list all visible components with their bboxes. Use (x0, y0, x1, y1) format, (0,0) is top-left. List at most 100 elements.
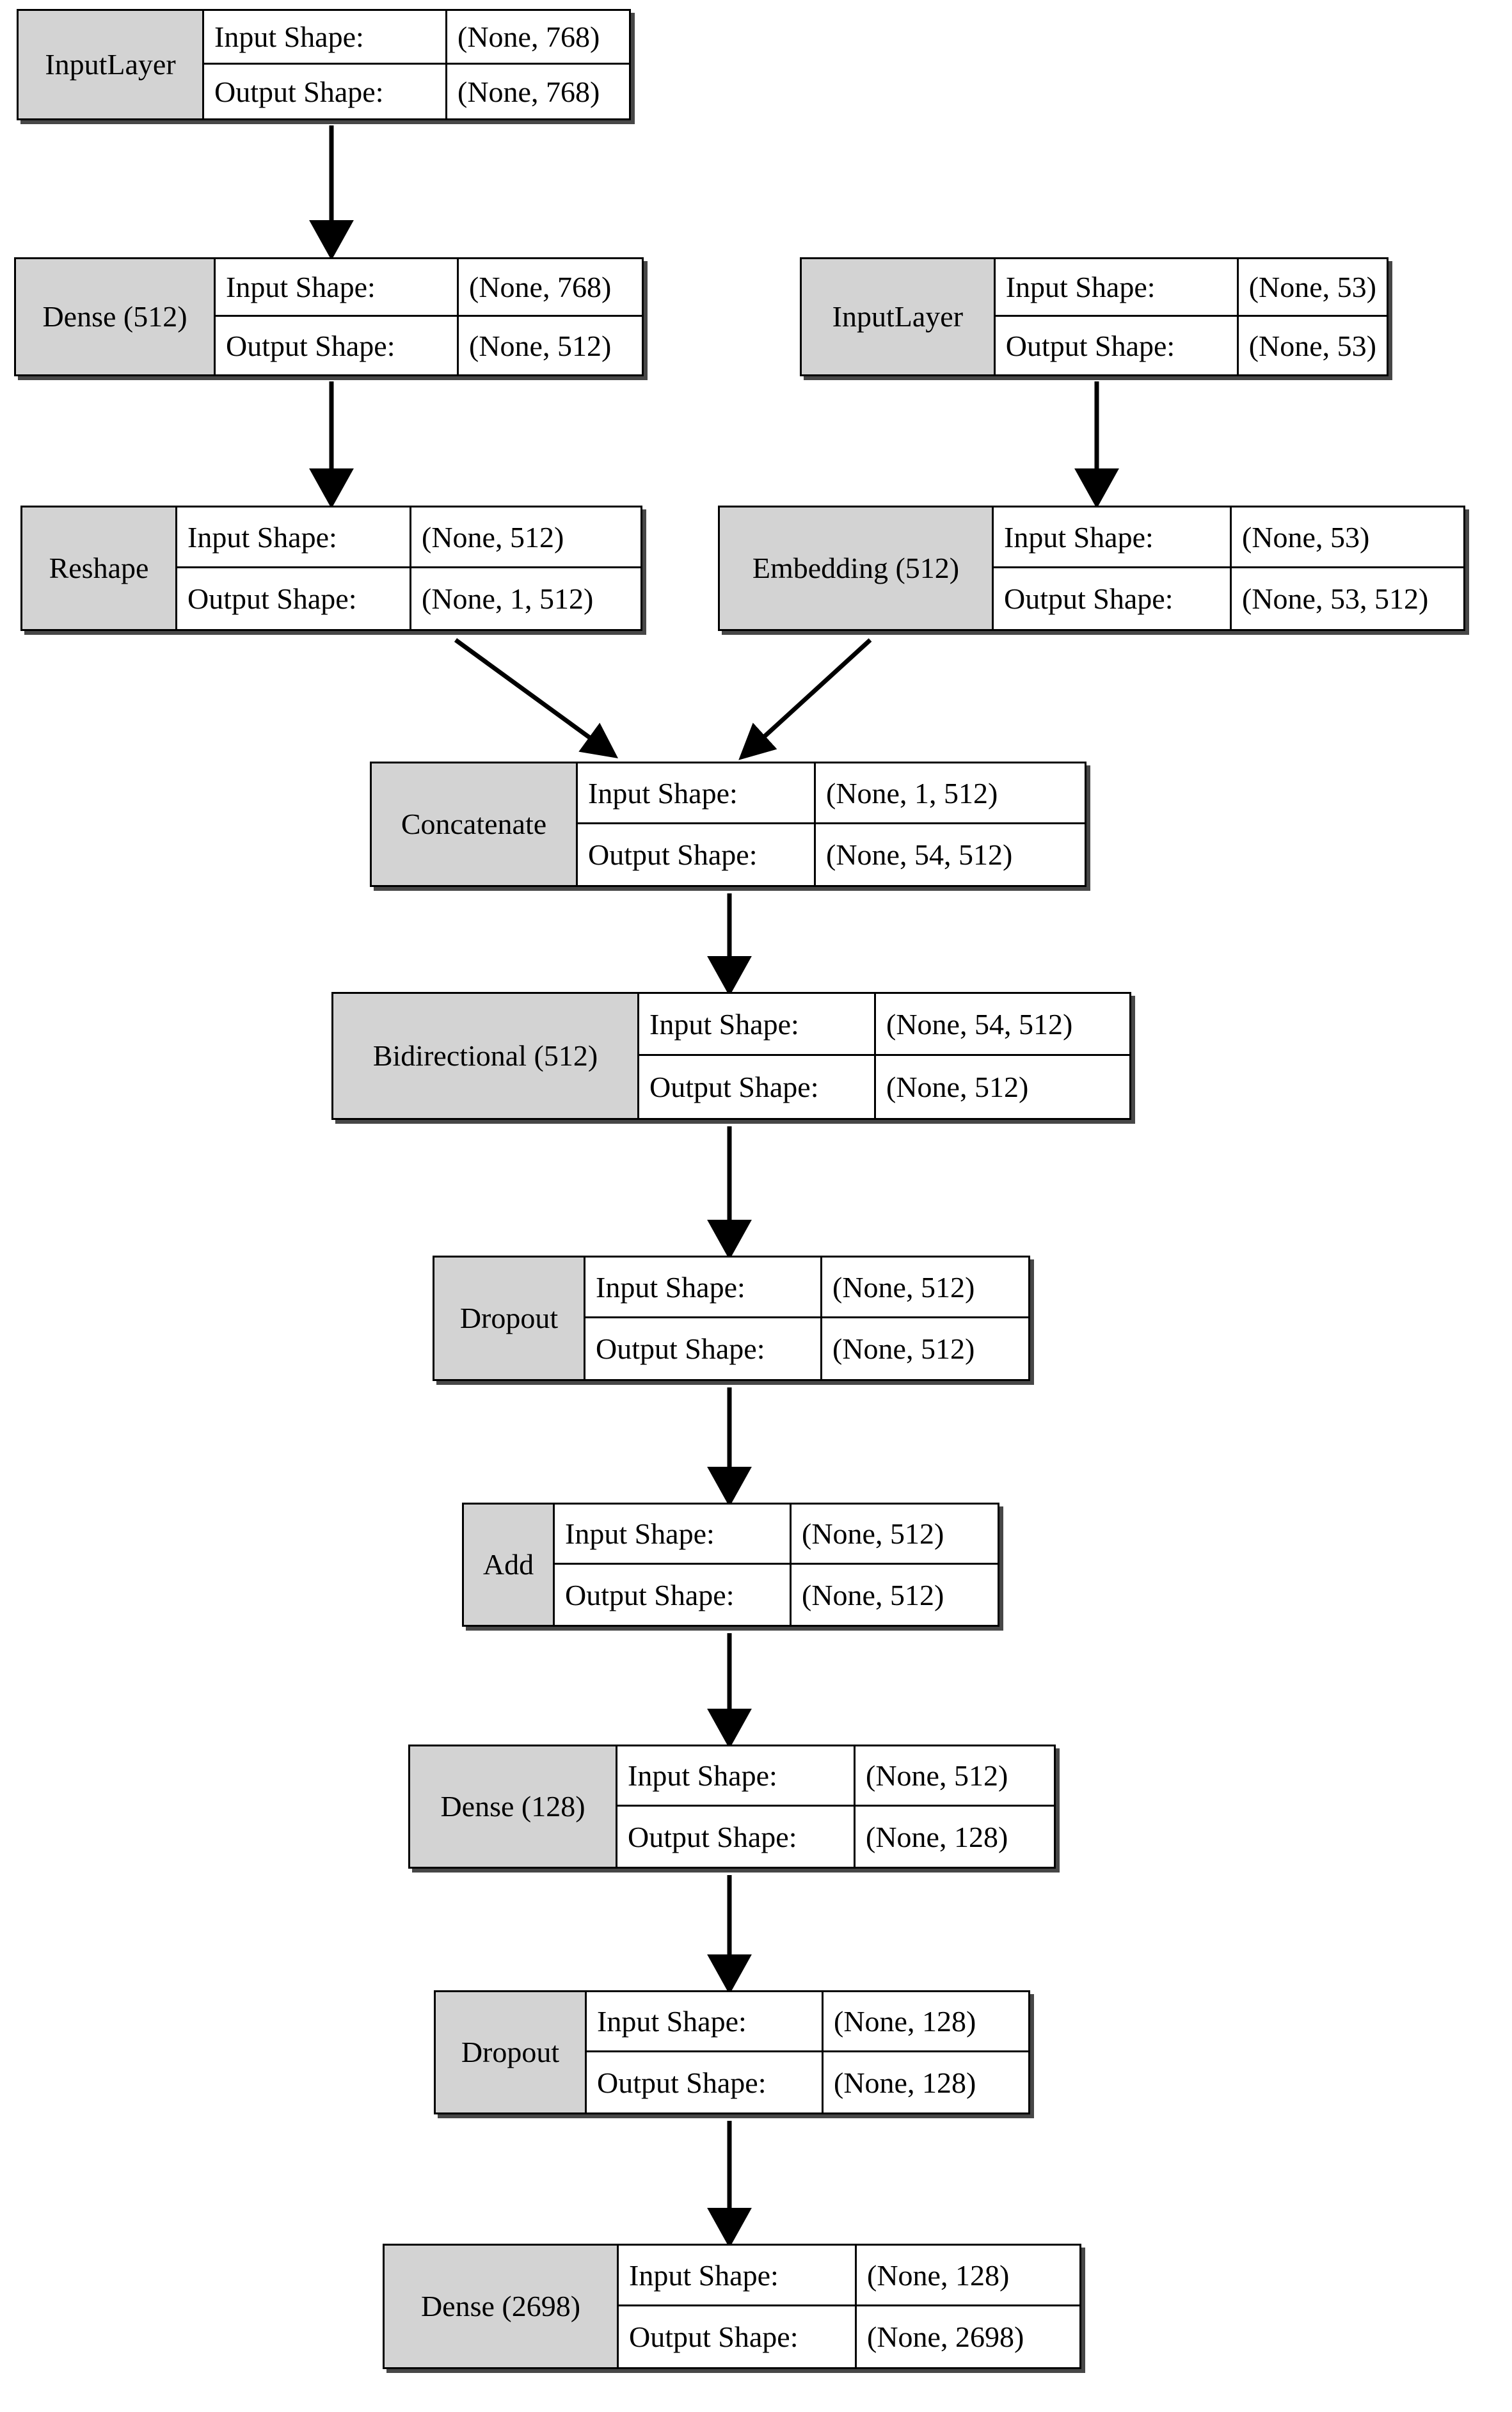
input-shape-row: Input Shape: (None, 53) (995, 259, 1387, 317)
node-bidirectional-512[interactable]: Bidirectional (512) Input Shape: (None, … (331, 992, 1131, 1120)
edge-embedding512-concatenate (738, 638, 872, 760)
input-shape-key: Input Shape: (578, 763, 816, 822)
output-shape-key: Output Shape: (177, 568, 411, 629)
output-shape-row: Output Shape: (None, 768) (204, 65, 629, 118)
output-shape-row: Output Shape: (None, 512) (639, 1056, 1129, 1118)
node-dropout-512[interactable]: Dropout Input Shape: (None, 512) Output … (433, 1256, 1030, 1381)
output-shape-row: Output Shape: (None, 53, 512) (994, 568, 1463, 629)
output-shape-value: (None, 1, 512) (422, 582, 594, 615)
output-shape-value: (None, 53) (1248, 329, 1376, 362)
input-shape-row: Input Shape: (None, 53) (994, 507, 1463, 568)
input-shape-row: Input Shape: (None, 512) (585, 1258, 1028, 1318)
output-shape-value: (None, 768) (458, 75, 600, 108)
node-input-layer-768[interactable]: InputLayer Input Shape: (None, 768) Outp… (17, 9, 631, 120)
node-dense-512[interactable]: Dense (512) Input Shape: (None, 768) Out… (14, 257, 644, 376)
input-shape-row: Input Shape: (None, 768) (204, 11, 629, 65)
shape-table: Input Shape: (None, 53) Output Shape: (N… (994, 507, 1463, 629)
output-shape-row: Output Shape: (None, 128) (587, 2052, 1028, 2112)
input-shape-key: Input Shape: (204, 11, 447, 63)
node-label: Bidirectional (512) (333, 994, 639, 1118)
input-shape-value: (None, 53) (1242, 520, 1370, 554)
node-concatenate[interactable]: Concatenate Input Shape: (None, 1, 512) … (370, 762, 1086, 887)
node-dense-2698[interactable]: Dense (2698) Input Shape: (None, 128) Ou… (383, 2244, 1081, 2369)
node-label: Concatenate (372, 763, 578, 885)
input-shape-key: Input Shape: (587, 1992, 824, 2050)
output-shape-row: Output Shape: (None, 512) (555, 1565, 998, 1625)
node-label: Dense (128) (410, 1746, 617, 1867)
input-shape-value: (None, 512) (866, 1759, 1008, 1792)
node-label: Dropout (434, 1258, 585, 1379)
shape-table: Input Shape: (None, 512) Output Shape: (… (177, 507, 641, 629)
shape-table: Input Shape: (None, 768) Output Shape: (… (216, 259, 642, 374)
input-shape-key: Input Shape: (216, 259, 459, 315)
shape-table: Input Shape: (None, 512) Output Shape: (… (555, 1505, 998, 1625)
node-embedding-512[interactable]: Embedding (512) Input Shape: (None, 53) … (718, 506, 1465, 631)
node-label: Dropout (436, 1992, 587, 2112)
output-shape-key: Output Shape: (994, 568, 1232, 629)
input-shape-value: (None, 768) (469, 271, 612, 303)
input-shape-key: Input Shape: (555, 1505, 792, 1563)
shape-table: Input Shape: (None, 768) Output Shape: (… (204, 11, 629, 118)
node-reshape[interactable]: Reshape Input Shape: (None, 512) Output … (20, 506, 642, 631)
shape-table: Input Shape: (None, 512) Output Shape: (… (617, 1746, 1054, 1867)
edge-reshape-concatenate (454, 638, 619, 758)
output-shape-key: Output Shape: (216, 317, 459, 374)
output-shape-key: Output Shape: (996, 317, 1239, 374)
shape-table: Input Shape: (None, 512) Output Shape: (… (585, 1258, 1028, 1379)
output-shape-key: Output Shape: (617, 1807, 855, 1867)
node-label: Dense (512) (16, 259, 216, 374)
output-shape-value: (None, 54, 512) (826, 838, 1013, 871)
input-shape-row: Input Shape: (None, 512) (177, 507, 641, 568)
input-shape-key: Input Shape: (585, 1258, 822, 1316)
input-shape-value: (None, 768) (458, 20, 600, 53)
output-shape-value: (None, 128) (866, 1820, 1008, 1853)
output-shape-value: (None, 53, 512) (1242, 582, 1429, 615)
input-shape-value: (None, 128) (834, 2005, 976, 2038)
input-shape-value: (None, 54, 512) (886, 1007, 1073, 1041)
input-shape-row: Input Shape: (None, 768) (216, 259, 642, 317)
input-shape-row: Input Shape: (None, 128) (619, 2246, 1079, 2306)
input-shape-key: Input Shape: (617, 1746, 855, 1805)
input-shape-key: Input Shape: (994, 507, 1232, 566)
input-shape-row: Input Shape: (None, 512) (617, 1746, 1054, 1807)
output-shape-key: Output Shape: (619, 2306, 857, 2367)
input-shape-row: Input Shape: (None, 54, 512) (639, 994, 1129, 1056)
shape-table: Input Shape: (None, 53) Output Shape: (N… (995, 259, 1387, 374)
input-shape-value: (None, 53) (1248, 271, 1376, 303)
input-shape-key: Input Shape: (996, 259, 1239, 315)
shape-table: Input Shape: (None, 128) Output Shape: (… (587, 1992, 1028, 2112)
output-shape-key: Output Shape: (639, 1056, 876, 1118)
input-shape-value: (None, 512) (832, 1270, 975, 1304)
input-shape-row: Input Shape: (None, 512) (555, 1505, 998, 1565)
output-shape-value: (None, 512) (469, 329, 612, 362)
output-shape-row: Output Shape: (None, 54, 512) (578, 824, 1085, 885)
shape-table: Input Shape: (None, 54, 512) Output Shap… (639, 994, 1129, 1118)
node-input-layer-53[interactable]: InputLayer Input Shape: (None, 53) Outpu… (800, 257, 1389, 376)
shape-table: Input Shape: (None, 128) Output Shape: (… (619, 2246, 1079, 2367)
output-shape-key: Output Shape: (587, 2052, 824, 2112)
output-shape-row: Output Shape: (None, 128) (617, 1807, 1054, 1867)
output-shape-value: (None, 512) (886, 1071, 1029, 1103)
input-shape-row: Input Shape: (None, 128) (587, 1992, 1028, 2052)
input-shape-value: (None, 128) (867, 2258, 1010, 2292)
input-shape-key: Input Shape: (619, 2246, 857, 2304)
output-shape-key: Output Shape: (204, 65, 447, 118)
output-shape-value: (None, 2698) (867, 2320, 1024, 2353)
node-label: Add (464, 1505, 555, 1625)
input-shape-value: (None, 1, 512) (826, 776, 998, 810)
output-shape-row: Output Shape: (None, 2698) (619, 2306, 1079, 2367)
output-shape-row: Output Shape: (None, 53) (996, 317, 1387, 374)
node-add[interactable]: Add Input Shape: (None, 512) Output Shap… (462, 1503, 999, 1627)
node-label: InputLayer (802, 259, 996, 374)
node-dense-128[interactable]: Dense (128) Input Shape: (None, 512) Out… (408, 1745, 1056, 1869)
input-shape-row: Input Shape: (None, 1, 512) (578, 763, 1085, 824)
output-shape-row: Output Shape: (None, 512) (585, 1318, 1028, 1379)
output-shape-key: Output Shape: (555, 1565, 792, 1625)
shape-table: Input Shape: (None, 1, 512) Output Shape… (578, 763, 1085, 885)
input-shape-value: (None, 512) (802, 1517, 944, 1550)
node-dropout-128[interactable]: Dropout Input Shape: (None, 128) Output … (434, 1990, 1030, 2114)
node-label: InputLayer (19, 11, 204, 118)
node-label: Embedding (512) (720, 507, 994, 629)
output-shape-row: Output Shape: (None, 1, 512) (177, 568, 641, 629)
